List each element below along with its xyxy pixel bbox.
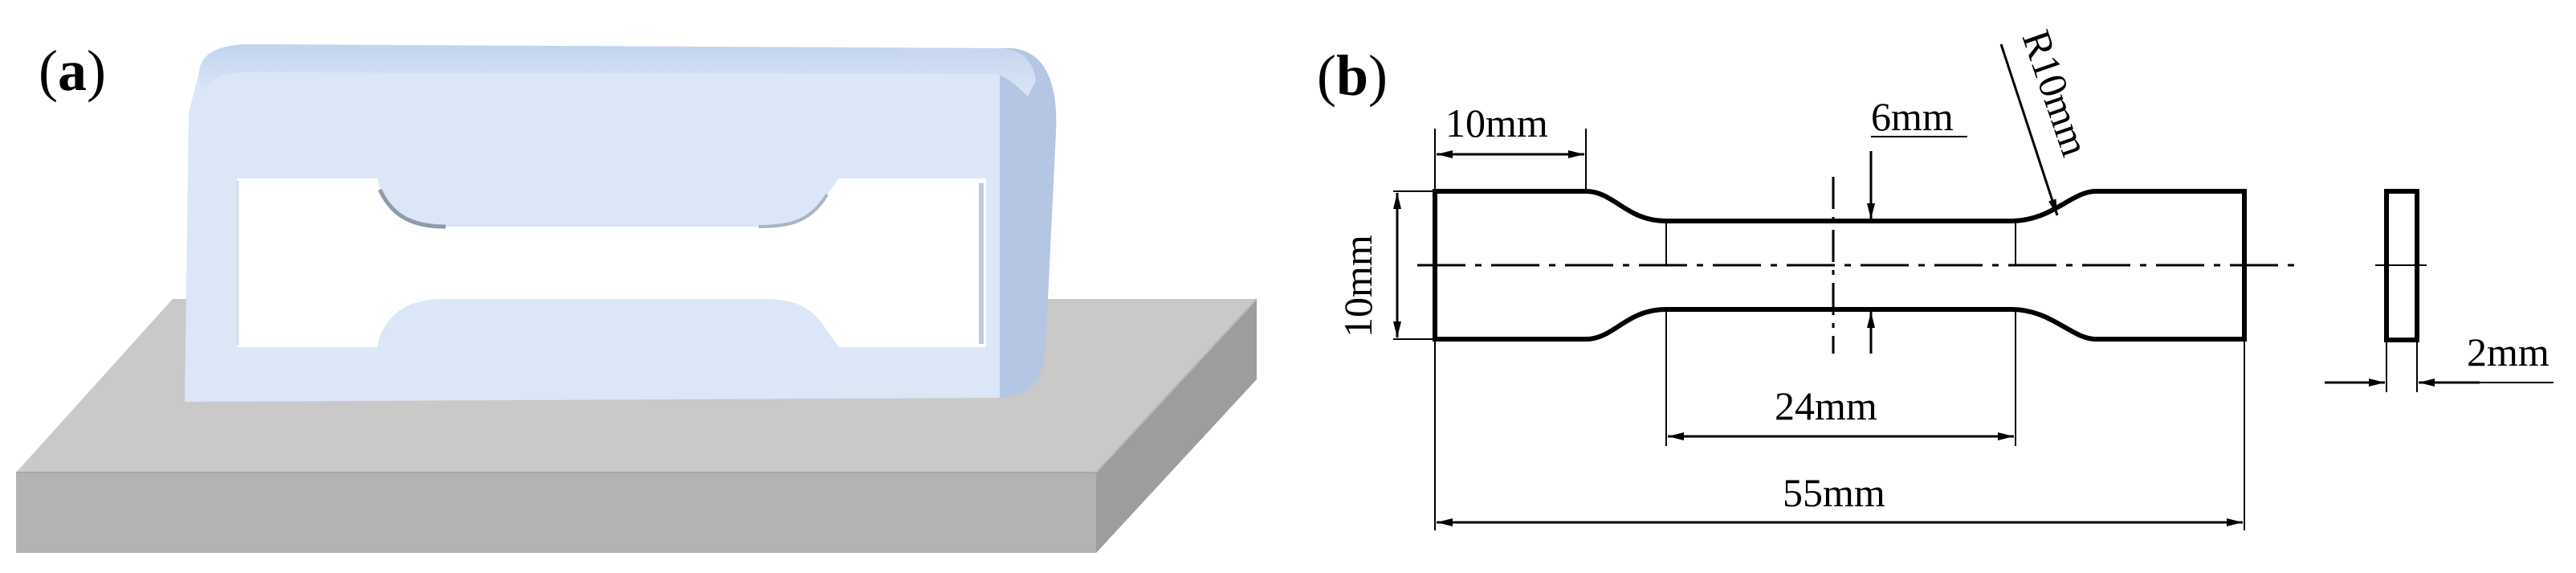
svg-text:55mm: 55mm (1783, 470, 1885, 515)
mold-side (1000, 48, 1057, 398)
dim-total-length: 55mm (1437, 470, 2243, 526)
mold-body (185, 44, 1057, 402)
dim-grip-width: 10mm (1335, 193, 1401, 338)
dim-parallel-length: 24mm (1668, 383, 2014, 440)
panel-b: (b) 10mm (1317, 24, 2554, 530)
panel-a-label: (a) (39, 39, 106, 103)
base-plate-front (16, 473, 1096, 553)
svg-text:R10mm: R10mm (2014, 24, 2098, 162)
dim-gauge-width: 6mm (1867, 94, 1967, 354)
side-view (2375, 189, 2427, 392)
dim-fillet-radius: R10mm (1999, 24, 2098, 216)
dim-thickness: 2mm (2325, 329, 2554, 387)
panel-b-label: (b) (1317, 43, 1388, 108)
mold-top-edge (199, 44, 1036, 96)
svg-text:10mm: 10mm (1445, 100, 1548, 145)
panel-a: (a) (16, 39, 1257, 553)
svg-text:24mm: 24mm (1775, 383, 1877, 428)
base-plate-side (1096, 299, 1257, 553)
extension-lines (1393, 129, 2245, 530)
dim-grip-length: 10mm (1437, 100, 1584, 158)
svg-text:2mm: 2mm (2467, 329, 2550, 374)
svg-text:10mm: 10mm (1335, 235, 1380, 338)
svg-text:6mm: 6mm (1871, 94, 1954, 139)
